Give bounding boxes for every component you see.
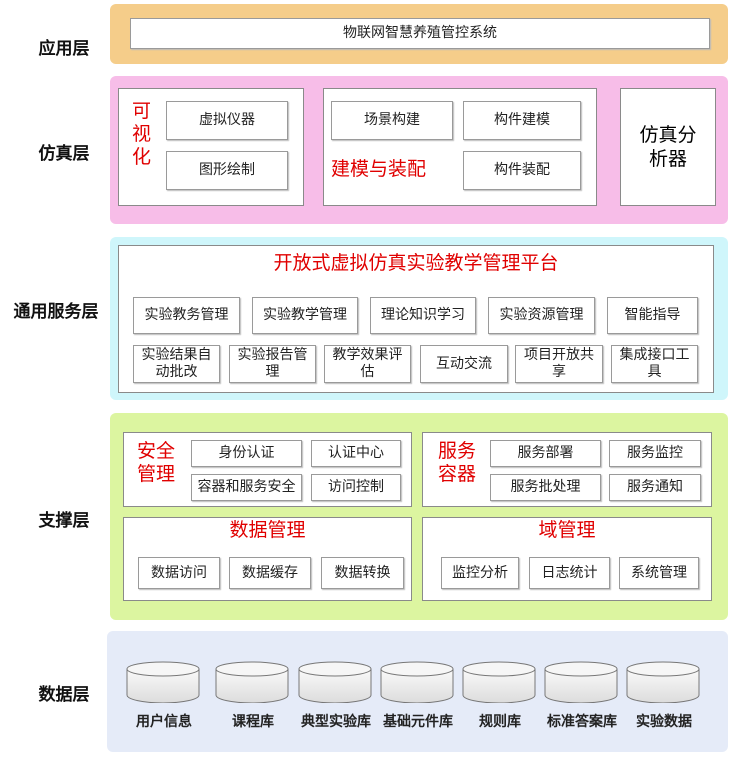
security-box: 访问控制 [311,474,401,501]
database-icon [462,661,536,703]
layer-label-app: 应用层 [38,39,90,59]
virtual-instrument-box: 虚拟仪器 [166,101,288,140]
container-box: 服务通知 [609,474,701,501]
data-store-label: 规则库 [479,714,521,730]
layer-label-data: 数据层 [38,685,90,705]
app-system-box: 物联网智慧养殖管控系统 [130,18,710,49]
data-store-label: 标准答案库 [547,714,617,730]
security-box: 身份认证 [191,440,302,467]
data-mgmt-box: 数据缓存 [229,557,311,589]
service-box: 理论知识学习 [370,297,476,334]
domain-mgmt-box: 系统管理 [619,557,699,589]
service-box: 集成接口工具 [611,345,698,383]
component-model-box: 构件建模 [463,101,581,140]
visualization-title: 可视化 [132,100,152,168]
layer-label-service: 通用服务层 [13,302,99,322]
domain-mgmt-box: 监控分析 [441,557,519,589]
container-box: 服务部署 [490,440,601,467]
security-title: 安全管理 [137,440,176,485]
data-mgmt-box: 数据转换 [321,557,404,589]
service-box: 实验报告管理 [229,345,316,383]
layer-label-support: 支撑层 [38,511,90,531]
container-title: 服务容器 [438,440,477,485]
component-assembly-box: 构件装配 [463,151,581,190]
data-store-label: 用户信息 [136,714,192,730]
sim-analyzer-box: 仿真分析器 [620,88,716,206]
service-box: 项目开放共享 [515,345,603,383]
security-box: 容器和服务安全 [191,474,302,501]
service-box: 智能指导 [607,297,698,334]
service-box: 实验结果自动批改 [133,345,220,383]
service-box: 实验资源管理 [488,297,595,334]
modeling-title: 建模与装配 [331,158,427,180]
data-management-title: 数据管理 [229,519,306,541]
data-mgmt-box: 数据访问 [138,557,220,589]
database-icon [380,661,454,703]
domain-management-title: 域管理 [538,519,596,541]
service-box: 教学效果评估 [324,345,411,383]
database-icon [215,661,289,703]
service-box: 实验教学管理 [252,297,358,334]
graphics-drawing-box: 图形绘制 [166,151,288,190]
domain-mgmt-box: 日志统计 [529,557,610,589]
container-box: 服务监控 [609,440,701,467]
platform-title: 开放式虚拟仿真实验教学管理平台 [273,252,559,274]
database-icon [126,661,200,703]
data-store-label: 课程库 [232,714,274,730]
service-box: 实验教务管理 [133,297,240,334]
data-store-label: 典型实验库 [301,714,371,730]
data-store-label: 基础元件库 [383,714,453,730]
scene-build-box: 场景构建 [331,101,453,140]
service-box: 互动交流 [420,345,508,383]
data-store-label: 实验数据 [636,714,692,730]
container-box: 服务批处理 [490,474,601,501]
database-icon [544,661,618,703]
layer-label-sim: 仿真层 [38,144,90,164]
security-box: 认证中心 [311,440,401,467]
database-icon [298,661,372,703]
database-icon [626,661,700,703]
